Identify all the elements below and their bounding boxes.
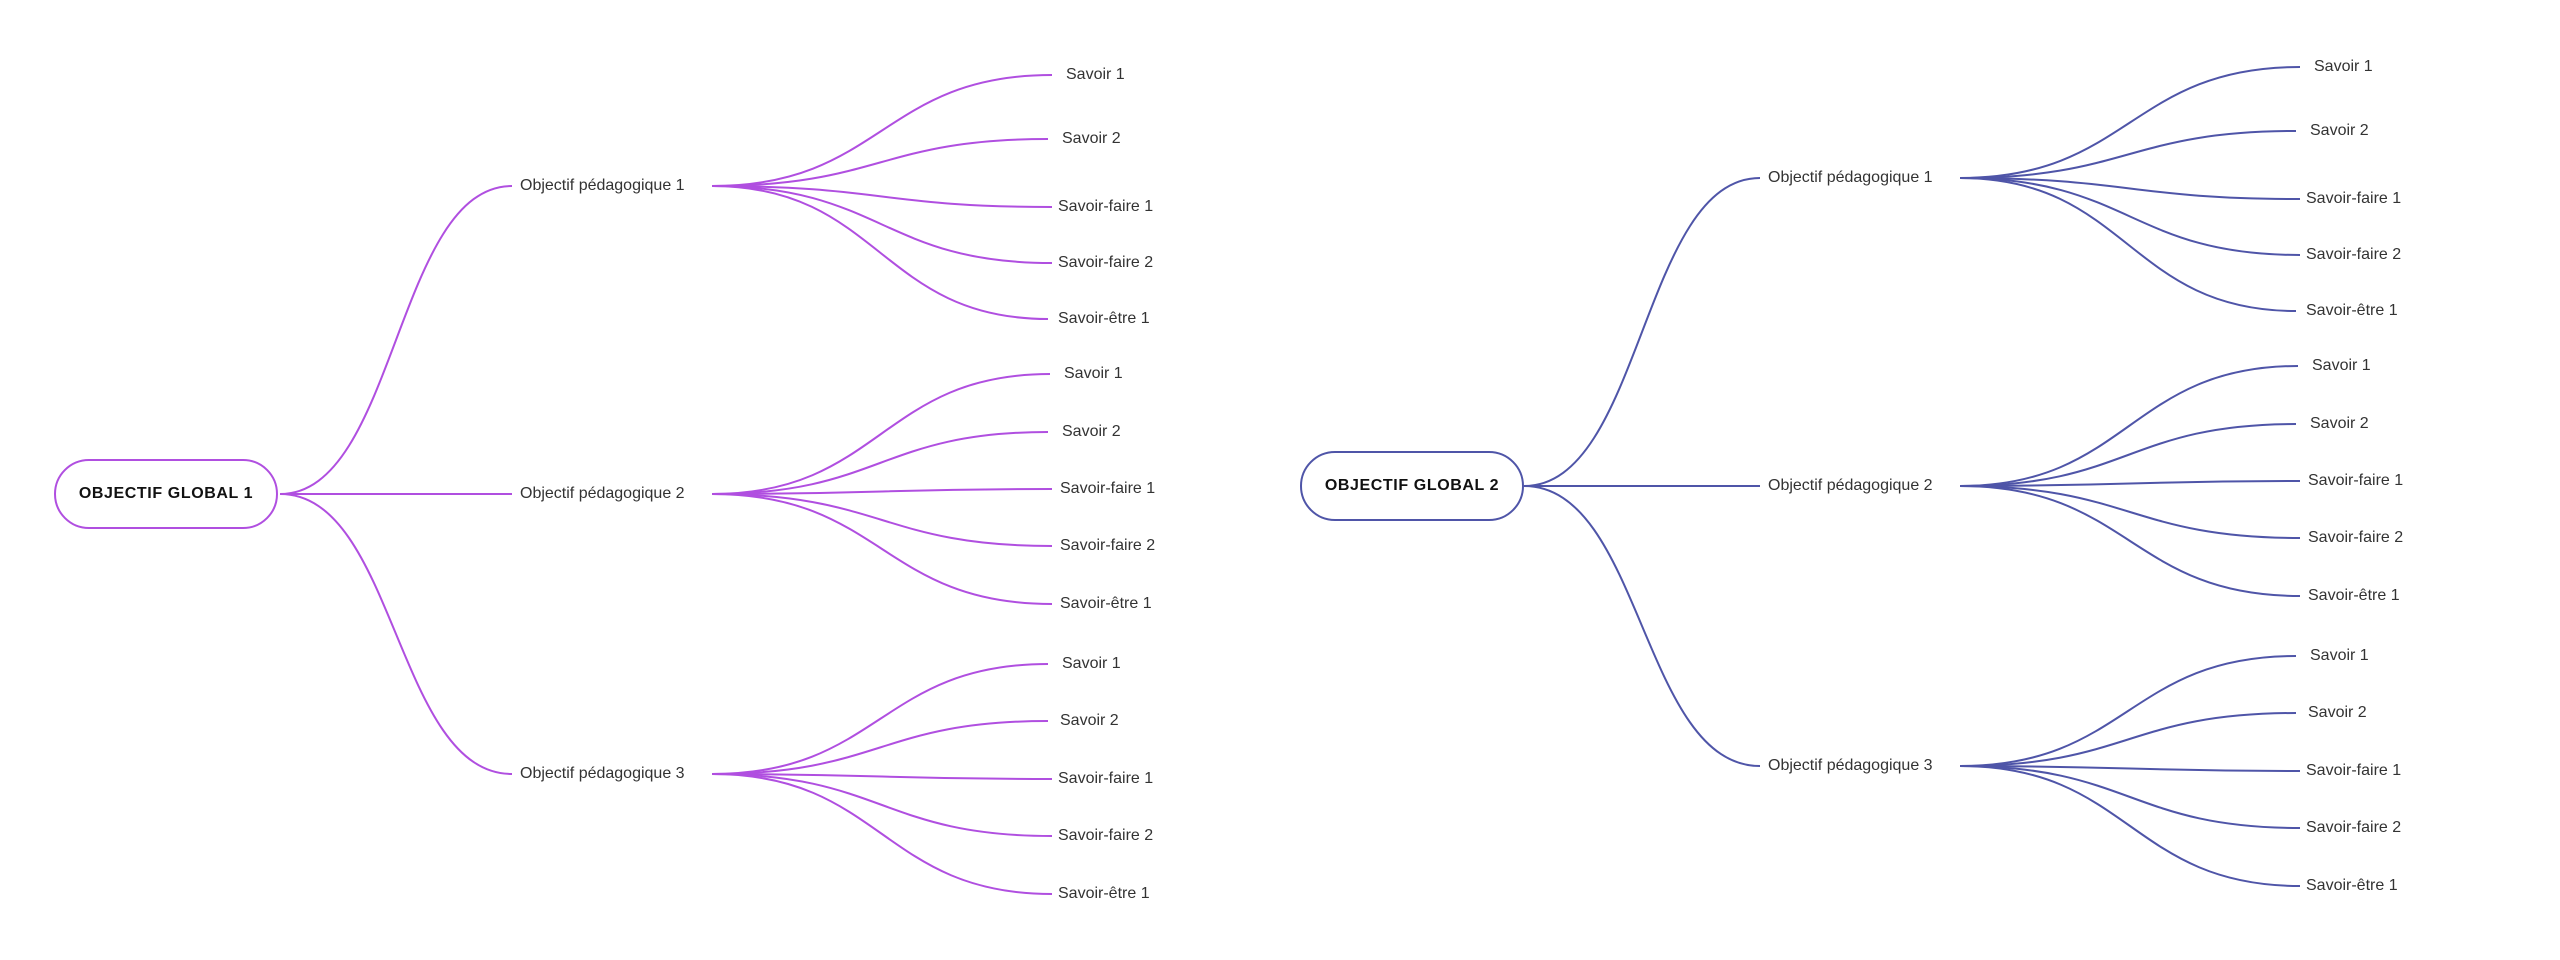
objective-to-leaf-connector [1959, 712, 2297, 767]
leaf-node[interactable]: Savoir 2 [2310, 415, 2369, 432]
objective-to-leaf-connector [1959, 177, 2297, 312]
leaf-node[interactable]: Savoir-faire 1 [1058, 198, 1154, 215]
leaf-node[interactable]: Savoir 1 [2314, 58, 2373, 75]
leaf-node[interactable]: Savoir-faire 1 [2308, 472, 2404, 489]
objective-to-leaf-connector [711, 493, 1053, 547]
leaf-node[interactable]: Savoir 2 [1062, 423, 1121, 440]
objective-to-leaf-connector [1959, 177, 2301, 200]
root-node-global-2[interactable]: OBJECTIF GLOBAL 2 [1300, 451, 1524, 521]
objective-to-leaf-connector [711, 773, 1053, 895]
leaf-node[interactable]: Savoir-être 1 [2306, 877, 2398, 894]
root-to-objective-connector [279, 493, 513, 775]
leaf-node[interactable]: Savoir-être 1 [1060, 595, 1152, 612]
leaf-node[interactable]: Savoir 1 [1062, 655, 1121, 672]
objective-to-leaf-connector [1959, 66, 2301, 179]
leaf-node[interactable]: Savoir 1 [1066, 66, 1125, 83]
leaf-node[interactable]: Savoir 2 [2308, 704, 2367, 721]
objective-node[interactable]: Objectif pédagogique 3 [520, 765, 685, 782]
leaf-node[interactable]: Savoir 1 [1064, 365, 1123, 382]
objective-to-leaf-connector [1959, 365, 2299, 487]
objective-node[interactable]: Objectif pédagogique 2 [1768, 477, 1933, 494]
leaf-node[interactable]: Savoir-être 1 [1058, 310, 1150, 327]
leaf-node[interactable]: Savoir 1 [2312, 357, 2371, 374]
root-to-objective-connector [1523, 177, 1761, 487]
objective-to-leaf-connector [711, 663, 1049, 775]
objective-node[interactable]: Objectif pédagogique 3 [1768, 757, 1933, 774]
objective-node[interactable]: Objectif pédagogique 1 [520, 177, 685, 194]
leaf-node[interactable]: Savoir 2 [1060, 712, 1119, 729]
objective-to-leaf-connector [1959, 480, 2301, 487]
leaf-node[interactable]: Savoir-être 1 [1058, 885, 1150, 902]
objective-to-leaf-connector [711, 373, 1051, 495]
objective-to-leaf-connector [711, 493, 1053, 605]
objective-to-leaf-connector [1959, 423, 2297, 487]
leaf-node[interactable]: Savoir-faire 2 [2306, 246, 2402, 263]
leaf-node[interactable]: Savoir-faire 1 [2306, 190, 2402, 207]
root-to-objective-connector [1523, 485, 1761, 767]
leaf-node[interactable]: Savoir-être 1 [2308, 587, 2400, 604]
objective-to-leaf-connector [1959, 485, 2301, 539]
objective-to-leaf-connector [711, 773, 1053, 780]
objective-to-leaf-connector [711, 185, 1053, 264]
leaf-node[interactable]: Savoir-faire 2 [2306, 819, 2402, 836]
leaf-node[interactable]: Savoir-faire 1 [1058, 770, 1154, 787]
objective-to-leaf-connector [1959, 655, 2297, 767]
objective-to-leaf-connector [1959, 130, 2297, 179]
leaf-node[interactable]: Savoir-faire 2 [1058, 827, 1154, 844]
root-to-objective-connector [279, 185, 513, 495]
objective-to-leaf-connector [1959, 485, 2301, 597]
objective-to-leaf-connector [1959, 765, 2301, 772]
objective-to-leaf-connector [711, 185, 1053, 208]
objective-to-leaf-connector [1959, 765, 2301, 829]
objective-to-leaf-connector [711, 138, 1049, 187]
leaf-node[interactable]: Savoir-faire 1 [1060, 480, 1156, 497]
root-node-global-1[interactable]: OBJECTIF GLOBAL 1 [54, 459, 278, 529]
objective-to-leaf-connector [1959, 177, 2301, 256]
objective-to-leaf-connector [711, 720, 1049, 775]
leaf-node[interactable]: Savoir-faire 2 [2308, 529, 2404, 546]
objective-node[interactable]: Objectif pédagogique 1 [1768, 169, 1933, 186]
objective-to-leaf-connector [711, 773, 1053, 837]
leaf-node[interactable]: Savoir 1 [2310, 647, 2369, 664]
leaf-node[interactable]: Savoir-être 1 [2306, 302, 2398, 319]
leaf-node[interactable]: Savoir 2 [2310, 122, 2369, 139]
objective-to-leaf-connector [711, 74, 1053, 187]
leaf-node[interactable]: Savoir-faire 1 [2306, 762, 2402, 779]
objective-to-leaf-connector [711, 488, 1053, 495]
leaf-node[interactable]: Savoir-faire 2 [1060, 537, 1156, 554]
objective-node[interactable]: Objectif pédagogique 2 [520, 485, 685, 502]
leaf-node[interactable]: Savoir-faire 2 [1058, 254, 1154, 271]
leaf-node[interactable]: Savoir 2 [1062, 130, 1121, 147]
objective-to-leaf-connector [1959, 765, 2301, 887]
objective-to-leaf-connector [711, 185, 1049, 320]
objective-to-leaf-connector [711, 431, 1049, 495]
